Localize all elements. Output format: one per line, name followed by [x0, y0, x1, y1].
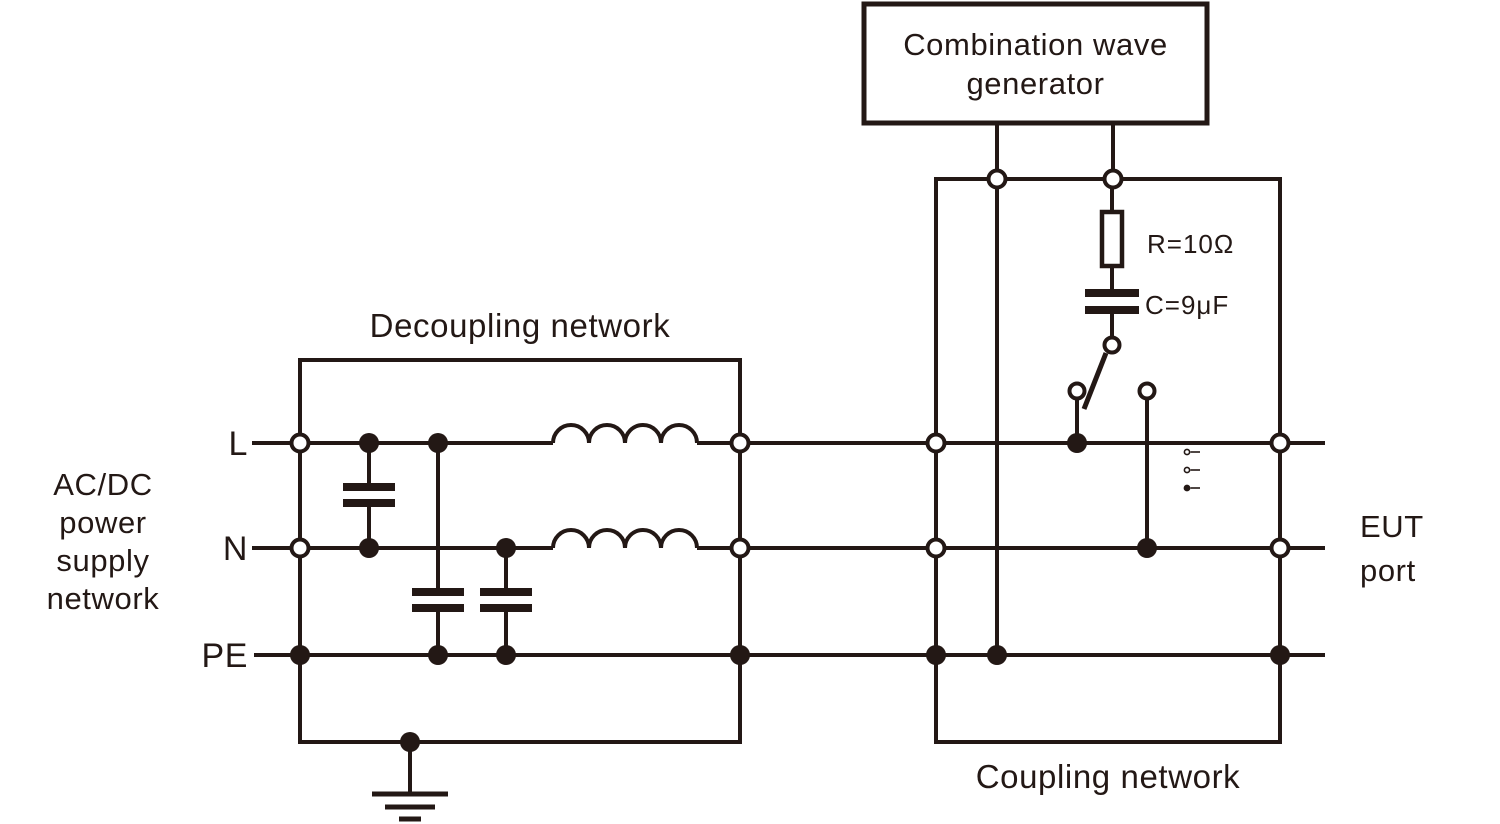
inductor-l	[551, 423, 699, 444]
power-supply-label-line1: AC/DC	[53, 467, 153, 502]
generator-label: Combination wave generator	[864, 25, 1207, 103]
position-marker-open-2-icon	[1183, 466, 1191, 474]
earth-ground-icon	[372, 742, 448, 822]
power-supply-label-line2: power	[59, 505, 147, 540]
coupling-capacitor	[1085, 289, 1139, 314]
terminal-decoupling-out-n	[729, 537, 751, 559]
junction-n-cap3	[496, 538, 516, 558]
line-n-label: N	[222, 530, 248, 568]
junction-dots	[290, 433, 1290, 752]
line-l-label: L	[228, 425, 248, 463]
capacitor-n-pe	[480, 548, 532, 655]
terminal-coupling-in-n	[925, 537, 947, 559]
junction-pe-surge-return	[987, 645, 1007, 665]
coupling-selector-switch	[1067, 335, 1157, 548]
generator-label-line2: generator	[966, 66, 1105, 101]
junction-n-switch	[1137, 538, 1157, 558]
terminal-coupling-out-l	[1269, 432, 1291, 454]
eut-port-label: EUT port	[1360, 505, 1424, 593]
power-supply-label-line3: supply	[56, 543, 150, 578]
generator-box	[861, 1, 1210, 126]
terminal-generator-right	[1102, 168, 1124, 190]
terminal-generator-left	[986, 168, 1008, 190]
capacitor-l-n	[343, 443, 395, 548]
junction-pe-box-left	[290, 645, 310, 665]
switch-blade	[1081, 352, 1109, 410]
switch-contact-n-terminal	[1137, 381, 1157, 401]
switch-pole-terminal	[1102, 335, 1122, 355]
position-marker-open-1-icon	[1183, 448, 1191, 456]
open-terminals	[289, 168, 1291, 559]
junction-pe-box-right	[730, 645, 750, 665]
terminal-decoupling-in-n	[289, 537, 311, 559]
capacitor-value-label: C=9μF	[1145, 290, 1230, 320]
power-supply-label-line4: network	[46, 581, 160, 616]
line-pe-label: PE	[201, 637, 248, 675]
terminal-decoupling-in-l	[289, 432, 311, 454]
junction-ground	[400, 732, 420, 752]
generator-label-line1: Combination wave	[903, 27, 1168, 62]
resistor-value-label: R=10Ω	[1147, 229, 1235, 259]
junction-pe-coupling-left	[926, 645, 946, 665]
position-marker-filled-icon	[1183, 484, 1191, 492]
junction-l-cap2	[428, 433, 448, 453]
terminal-decoupling-out-l	[729, 432, 751, 454]
junction-l-cap1	[359, 433, 379, 453]
junction-l-switch	[1067, 433, 1087, 453]
junction-pe-cap2	[428, 645, 448, 665]
power-supply-network-label: AC/DC power supply network	[18, 466, 188, 618]
capacitor-l-pe	[412, 443, 464, 655]
eut-port-label-line2: port	[1360, 553, 1416, 588]
surge-series-branch	[1085, 188, 1139, 337]
terminal-coupling-out-n	[1269, 537, 1291, 559]
decoupling-network-title: Decoupling network	[369, 307, 671, 344]
terminal-coupling-in-l	[925, 432, 947, 454]
coupling-network-title: Coupling network	[975, 758, 1241, 795]
inductor-n	[551, 528, 699, 549]
eut-port-label-line1: EUT	[1360, 509, 1424, 544]
junction-n-cap1	[359, 538, 379, 558]
resistor-body	[1099, 209, 1125, 269]
junction-pe-cap3	[496, 645, 516, 665]
switch-contact-l-terminal	[1067, 381, 1087, 401]
junction-pe-coupling-right	[1270, 645, 1290, 665]
switch-position-markers	[1183, 448, 1200, 492]
